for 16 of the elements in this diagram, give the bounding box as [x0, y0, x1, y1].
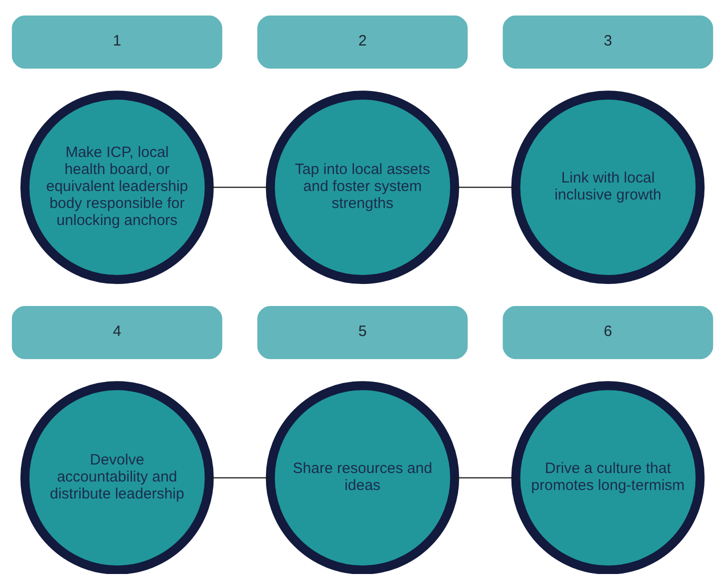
node-circle: Tap into local assets and foster system strengths: [266, 90, 460, 284]
node-circle: Devolve accountability and distribute leadership: [20, 380, 214, 574]
connector: [455, 476, 516, 478]
connector: [210, 186, 270, 188]
node-circle: Share resources and ideas: [266, 380, 460, 574]
node-box: 1: [12, 15, 222, 68]
node-box: 2: [257, 15, 468, 68]
node-box: 4: [12, 306, 222, 359]
node-circle: Drive a culture that promotes long-termism: [511, 380, 705, 574]
node-box: 6: [502, 306, 714, 359]
connector: [455, 186, 516, 188]
node-box: 5: [257, 306, 468, 359]
node-circle: Link with local inclusive growth: [511, 90, 705, 284]
node-circle: Make ICP, local health board, or equivalent leadership body responsible for unlocking anchors: [20, 90, 214, 284]
node-box: 3: [502, 15, 714, 68]
connector: [210, 476, 270, 478]
